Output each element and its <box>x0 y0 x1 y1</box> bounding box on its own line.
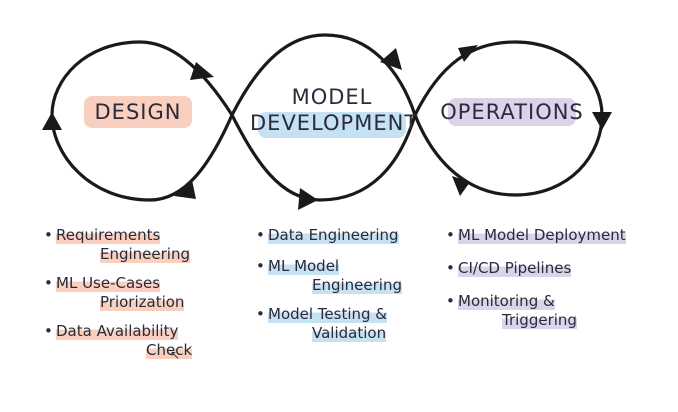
stage-label-model-development: MODEL DEVELOPMENT <box>250 84 419 136</box>
cycle-diagram <box>42 33 612 210</box>
list-item-line: Monitoring & <box>458 292 555 311</box>
list-item-line: Requirements <box>56 226 161 245</box>
list-item: ML Model Deployment <box>446 226 626 245</box>
model-development-highlight <box>258 112 406 138</box>
list-item: Data Availability Check <box>44 322 193 360</box>
stage-label-design: DESIGN <box>94 100 182 124</box>
arrow-icon <box>592 112 612 130</box>
list-item-line: ML Model <box>268 257 340 276</box>
stage-label-operations: OPERATIONS <box>440 100 584 124</box>
operations-task-list: ML Model Deployment CI/CD Pipelines Moni… <box>446 226 626 340</box>
list-item-line: Engineering <box>100 245 190 264</box>
list-item: ML Model Engineering <box>256 257 402 295</box>
list-item-line: Validation <box>312 324 387 343</box>
mouse-cursor-icon: ↖ <box>170 348 181 362</box>
list-item: Model Testing & Validation <box>256 305 402 343</box>
arrow-icon <box>174 180 196 199</box>
list-item-line: ML Model Deployment <box>458 226 626 245</box>
list-item: Data Engineering <box>256 226 402 245</box>
arrow-icon <box>298 188 318 210</box>
design-task-list: Requirements Engineering ML Use-Cases Pr… <box>44 226 193 370</box>
design-highlight <box>84 96 192 128</box>
list-item-line: Check <box>146 341 193 360</box>
list-item-line: Model Testing & <box>268 305 388 324</box>
list-item: ML Use-Cases Priorization <box>44 274 192 312</box>
model-development-task-list: Data Engineering ML Model Engineering Mo… <box>256 226 402 353</box>
stage-label-line: DEVELOPMENT <box>250 111 419 135</box>
arrow-icon <box>42 112 62 130</box>
arrow-icon <box>380 48 402 70</box>
list-item-line: Priorization <box>100 293 185 312</box>
arrow-icon <box>458 45 478 62</box>
operations-highlight <box>448 98 576 126</box>
list-item: CI/CD Pipelines <box>446 259 626 278</box>
arrow-icon <box>452 176 470 196</box>
list-item-line: CI/CD Pipelines <box>458 259 572 278</box>
list-item-line: Engineering <box>312 276 402 295</box>
list-item-line: Data Availability <box>56 322 179 341</box>
stage-label-line: MODEL <box>291 85 373 109</box>
arrow-icon <box>190 62 214 80</box>
list-item: Requirements Engineering <box>44 226 192 264</box>
list-item-line: ML Use-Cases <box>56 274 161 293</box>
list-item: Monitoring & Triggering <box>446 292 626 330</box>
list-item-line: Triggering <box>502 311 577 330</box>
list-item-line: Data Engineering <box>268 226 399 245</box>
